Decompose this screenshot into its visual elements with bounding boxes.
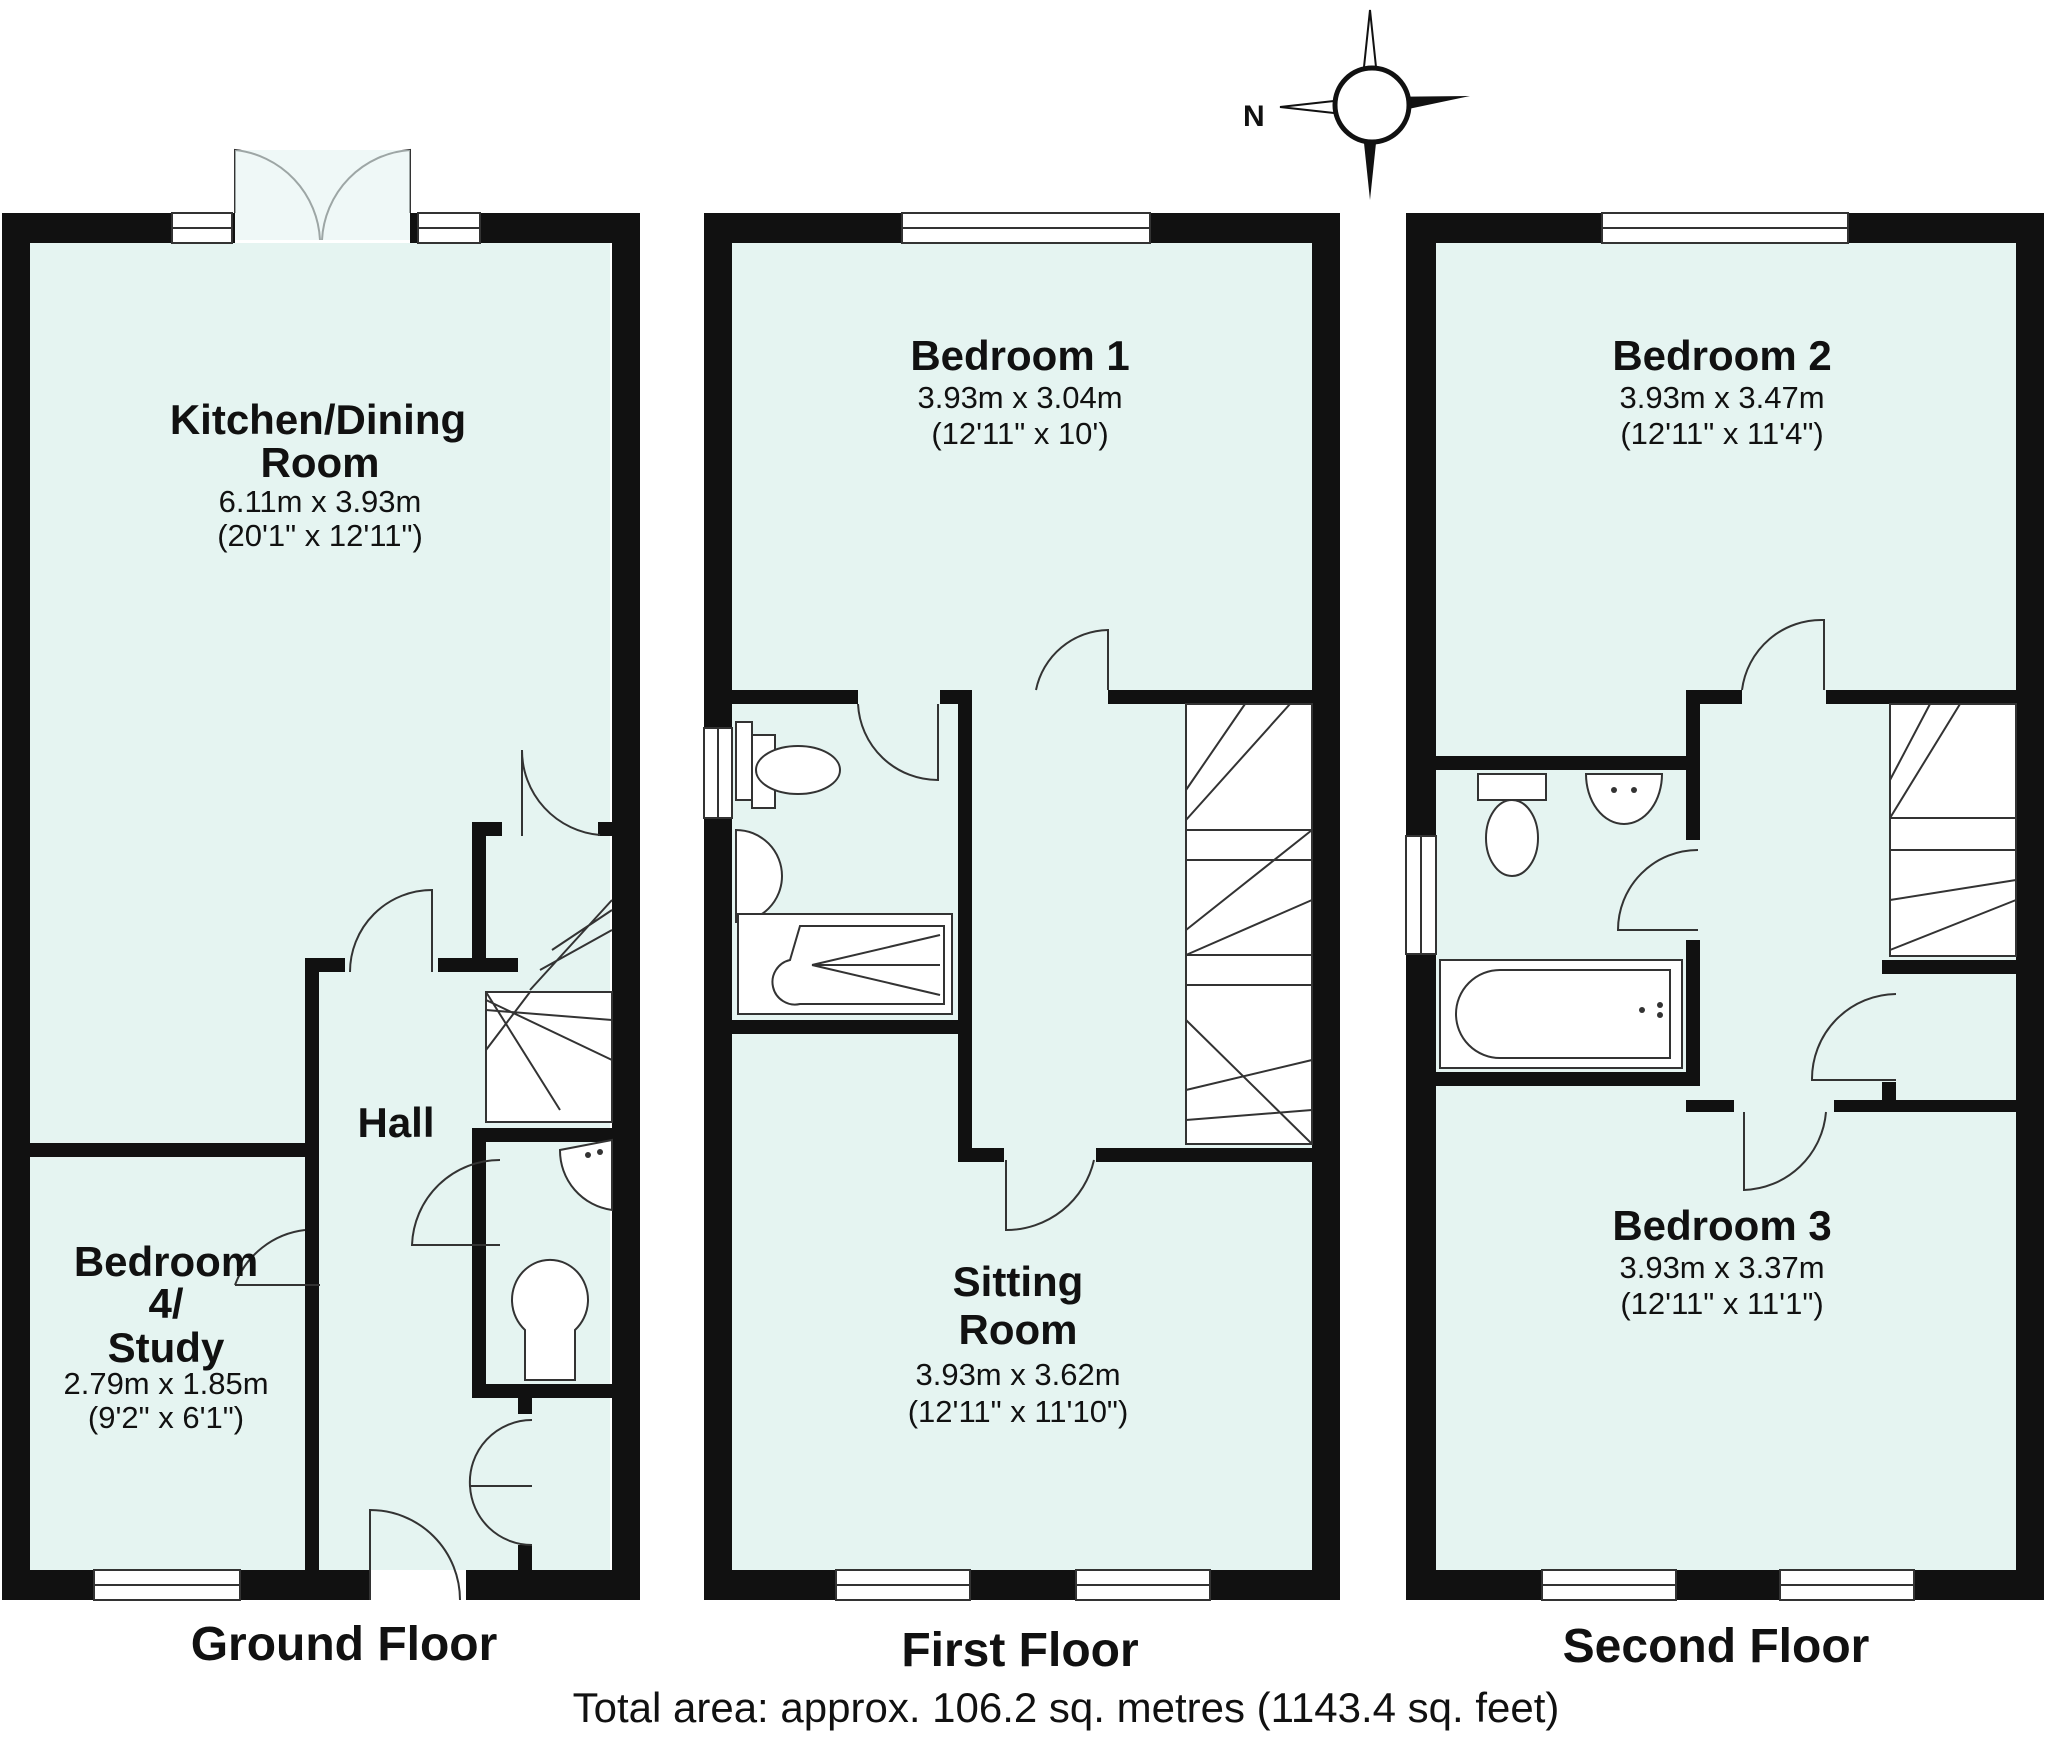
second-floor-label: Second Floor <box>1563 1620 1870 1673</box>
kitchen-name-line1: Kitchen/Dining <box>170 396 466 443</box>
sitting-metric: 3.93m x 3.62m <box>915 1357 1120 1392</box>
first-floor-label: First Floor <box>901 1624 1138 1677</box>
floor-labels: Ground Floor First Floor Second Floor <box>191 1618 1870 1677</box>
bedroom4-imperial: (9'2" x 6'1") <box>88 1400 244 1435</box>
ground-floor-label: Ground Floor <box>191 1618 498 1671</box>
sitting-name-line2: Room <box>959 1306 1078 1353</box>
bedroom4-name-line1: Bedroom <box>74 1238 258 1285</box>
bedroom3-name: Bedroom 3 <box>1612 1202 1831 1249</box>
kitchen-imperial: (20'1" x 12'11") <box>217 518 423 553</box>
bedroom4-name-line2: 4/ <box>148 1280 183 1327</box>
compass-north-label: N <box>1243 100 1265 133</box>
second-floor <box>1405 212 2044 1601</box>
kitchen-metric: 6.11m x 3.93m <box>219 484 422 519</box>
bedroom4-metric: 2.79m x 1.85m <box>63 1366 268 1401</box>
sitting-imperial: (12'11" x 11'10") <box>908 1394 1129 1429</box>
bedroom3-metric: 3.93m x 3.37m <box>1619 1250 1824 1285</box>
bedroom1-metric: 3.93m x 3.04m <box>917 380 1122 415</box>
room-labels: Kitchen/Dining Room 6.11m x 3.93m (20'1"… <box>63 332 1831 1435</box>
bedroom2-metric: 3.93m x 3.47m <box>1619 380 1824 415</box>
bedroom4-name-line3: Study <box>108 1324 225 1371</box>
bedroom2-name: Bedroom 2 <box>1612 332 1831 379</box>
kitchen-name-line2: Room <box>261 439 380 486</box>
bedroom1-imperial: (12'11" x 10') <box>931 416 1108 451</box>
total-area: Total area: approx. 106.2 sq. metres (11… <box>573 1684 1560 1731</box>
bedroom2-imperial: (12'11" x 11'4") <box>1620 416 1823 451</box>
hall-name: Hall <box>357 1099 434 1146</box>
first-floor <box>703 212 1340 1601</box>
sitting-name-line1: Sitting <box>953 1258 1084 1305</box>
bedroom1-name: Bedroom 1 <box>910 332 1129 379</box>
bedroom3-imperial: (12'11" x 11'1") <box>1620 1286 1823 1321</box>
ground-floor <box>2 148 640 1601</box>
compass: N <box>1243 9 1470 200</box>
